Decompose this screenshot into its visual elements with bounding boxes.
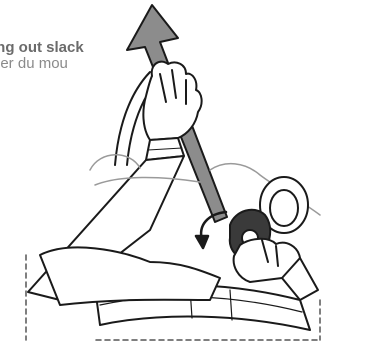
lower-arm (40, 247, 220, 305)
